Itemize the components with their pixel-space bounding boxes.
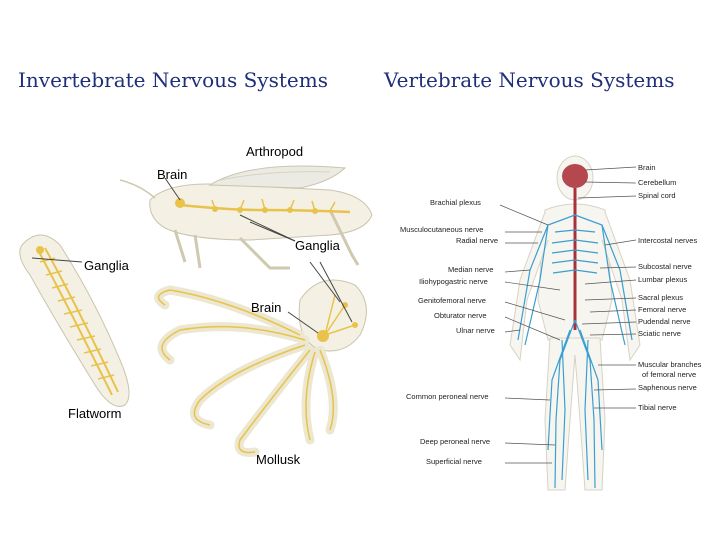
flatworm-label: Flatworm xyxy=(68,406,122,421)
nerve-label-right: Lumbar plexus xyxy=(638,275,688,284)
nerve-label-left: Genitofemoral nerve xyxy=(418,296,486,305)
ganglia-arthropod-label: Ganglia xyxy=(295,238,340,253)
nerve-label-right: Pudendal nerve xyxy=(638,317,691,326)
nerve-label-right: of femoral nerve xyxy=(642,370,697,379)
mollusk-figure xyxy=(154,261,367,457)
nerve-label-left: Median nerve xyxy=(448,265,494,274)
nerve-label-right: Tibial nerve xyxy=(638,403,677,412)
brain-arthropod-label: Brain xyxy=(157,167,188,182)
nerve-label-left: Brachial plexus xyxy=(430,198,481,207)
brain-mollusk-label: Brain xyxy=(251,300,282,315)
nerve-label-right: Sacral plexus xyxy=(638,293,684,302)
nerve-label-right: Brain xyxy=(638,163,656,172)
arthropod-label: Arthropod xyxy=(246,144,304,159)
nerve-label-left: Musculocutaneous nerve xyxy=(400,225,484,234)
nerve-label-right: Sciatic nerve xyxy=(638,329,681,338)
human-figure xyxy=(499,155,641,491)
nerve-label-right: Saphenous nerve xyxy=(638,383,697,392)
nerve-label-left: Common peroneal nerve xyxy=(406,392,489,401)
nerve-label-right: Subcostal nerve xyxy=(638,262,692,271)
nerve-label-left: Deep peroneal nerve xyxy=(420,437,491,446)
invertebrate-heading: Invertebrate Nervous Systems xyxy=(18,68,328,92)
nerve-label-right: Cerebellum xyxy=(638,178,677,187)
nerve-label-left: Iliohypogastric nerve xyxy=(419,277,488,286)
nerve-label-right: Spinal cord xyxy=(638,191,676,200)
ganglia-flatworm-label: Ganglia xyxy=(84,258,129,273)
nerve-label-right: Muscular branches xyxy=(638,360,702,369)
flatworm-figure xyxy=(19,234,130,407)
mollusk-label: Mollusk xyxy=(256,452,301,467)
nerve-label-left: Obturator nerve xyxy=(434,311,487,320)
nerve-label-left: Radial nerve xyxy=(456,236,499,245)
nerve-label-right: Femoral nerve xyxy=(638,305,687,314)
nerve-label-right: Intercostal nerves xyxy=(638,236,698,245)
vertebrate-heading: Vertebrate Nervous Systems xyxy=(384,68,675,92)
arthropod-figure xyxy=(119,165,373,270)
nerve-label-left: Superficial nerve xyxy=(426,457,482,466)
nerve-label-left: Ulnar nerve xyxy=(456,326,495,335)
